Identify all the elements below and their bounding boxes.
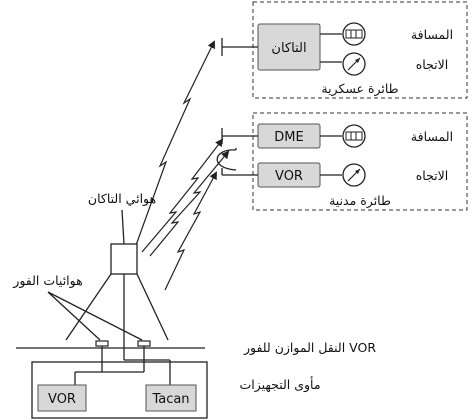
radio-links: [134, 40, 230, 291]
link-to-military-aircraft: [134, 40, 215, 249]
tacan-receiver-label: التاكان: [271, 41, 306, 56]
tacan-antenna-label: هوائي التاكان: [88, 191, 156, 207]
distance-indicator-icon: [342, 124, 366, 148]
vor-antenna-pointer-2: [47, 291, 143, 341]
tacan-equipment-label: Tacan: [151, 392, 189, 407]
dme-receiver-label: DME: [274, 130, 303, 145]
civil-panel-border: [252, 112, 468, 211]
civil-aircraft-caption: طائرة مدنية: [329, 193, 391, 209]
vor-antenna-pointer-1: [47, 291, 101, 341]
link-to-vor: [149, 150, 230, 257]
vor-antennas-label: هوائيات الفور: [12, 273, 82, 289]
distance-indicator-icon: [342, 22, 366, 46]
vor-equipment-box: [37, 384, 87, 412]
ground-station: هوائي التاكان النقل الموازن للفور VOR هو…: [12, 191, 376, 419]
vor-loop-antenna: [216, 149, 237, 171]
military-panel-border: [252, 1, 468, 99]
tacan-equipment-box: [145, 384, 197, 412]
bearing-needle-icon: [342, 163, 366, 187]
bearing-label-civ: الاتجاه: [416, 168, 449, 183]
link-to-dme: [141, 138, 224, 253]
military-aircraft-panel: التاكان المسافة الاتجاه طائرة عسكرية: [221, 1, 468, 99]
vor-antenna-left: [95, 340, 109, 358]
mast-left: [65, 273, 112, 341]
distance-label-civ: المسافة: [411, 129, 453, 144]
vor-equipment-label: VOR: [48, 392, 76, 407]
distance-label-mil: المسافة: [411, 27, 453, 42]
civil-aircraft-panel: DME VOR المسافة الاتجاه طائرة مدنية: [216, 112, 468, 211]
bearing-needle-icon: [342, 52, 366, 76]
link-from-vor-ground: [164, 171, 217, 291]
mast-right: [136, 273, 169, 341]
equipment-shelter: [31, 361, 208, 419]
vor-antenna-right: [137, 340, 151, 358]
counterpoise-label: النقل الموازن للفور VOR: [243, 340, 376, 356]
vor-receiver-label: VOR: [275, 169, 303, 184]
shelter-label: مأوى التجهيزات: [239, 376, 320, 393]
military-aircraft-caption: طائرة عسكرية: [321, 81, 398, 97]
tacan-antenna: [110, 243, 138, 275]
tacan-antenna-pointer: [121, 209, 125, 245]
bearing-label-mil: الاتجاه: [416, 57, 449, 72]
